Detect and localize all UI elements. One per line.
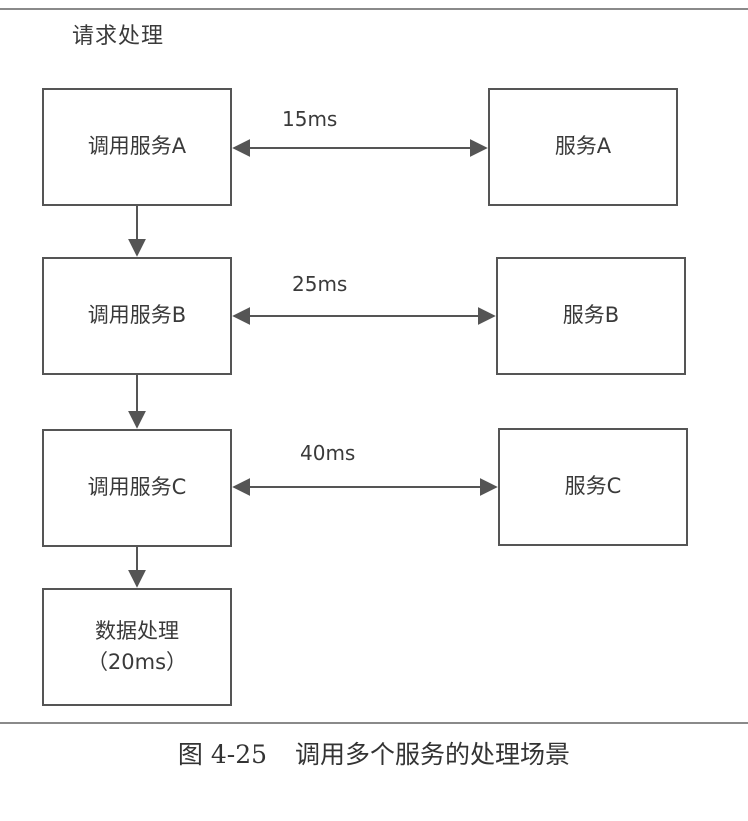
data-processing-box: 数据处理 （20ms）	[42, 588, 232, 706]
caller-label-b: 调用服务B	[87, 303, 187, 328]
figure-caption: 图 4-25 调用多个服务的处理场景	[0, 735, 748, 771]
service-box-c: 服务C	[498, 428, 688, 546]
figure-number: 图 4-25	[177, 740, 268, 769]
service-box-b: 服务B	[496, 257, 686, 375]
diagram-title: 请求处理	[72, 24, 165, 49]
service-box-a: 服务A	[488, 88, 678, 206]
service-label-a: 服务A	[554, 134, 612, 159]
caller-box-c: 调用服务C	[42, 429, 232, 547]
data-processing-label: 数据处理	[95, 618, 179, 643]
service-label-b: 服务B	[562, 303, 620, 328]
bottom-rule	[0, 722, 748, 724]
top-rule	[0, 8, 748, 10]
caller-box-b: 调用服务B	[42, 257, 232, 375]
latency-label-b: 25ms	[292, 272, 348, 296]
data-processing-time: （20ms）	[86, 650, 188, 674]
latency-label-a: 15ms	[282, 107, 338, 131]
figure-caption-text: 调用多个服务的处理场景	[295, 740, 571, 769]
latency-label-c: 40ms	[300, 441, 356, 465]
caller-label-a: 调用服务A	[87, 134, 187, 159]
service-label-c: 服务C	[564, 474, 622, 499]
caller-box-a: 调用服务A	[42, 88, 232, 206]
caller-label-c: 调用服务C	[87, 475, 187, 500]
